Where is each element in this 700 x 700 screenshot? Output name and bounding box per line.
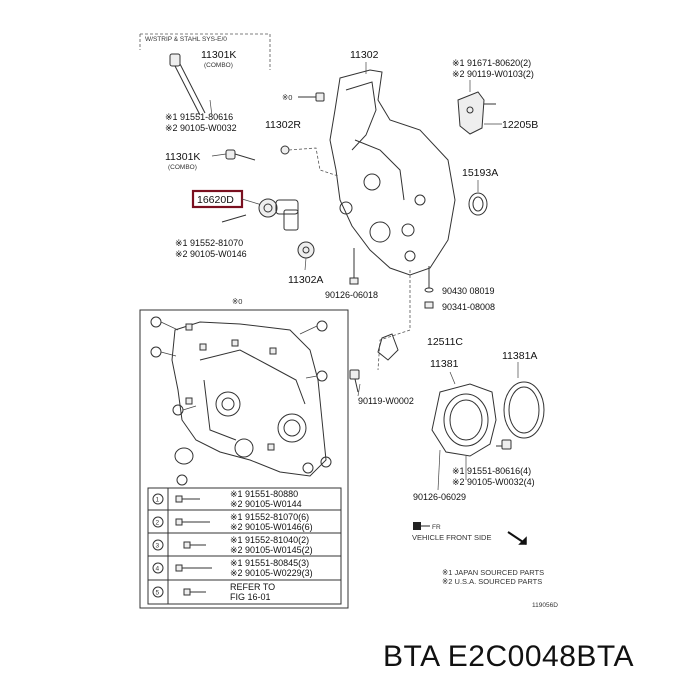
ref3-line1: ※1 91552-81070 [175,238,243,248]
svg-text:2: 2 [156,520,160,527]
svg-text:※1 91552-81040(2): ※1 91552-81040(2) [230,535,309,545]
oil-seal-retainer-11381 [431,383,497,457]
label-90126-06029: 90126-06029 [413,492,466,502]
table-row: 2 ※1 91552-81070(6) ※2 90105-W0146(6) [152,512,313,532]
label-90119-w0002: 90119-W0002 [358,396,414,406]
bolt-near-retainer [496,439,512,450]
stud-bolt-11301k-lower [225,149,256,161]
svg-text:※1 91551-80845(3): ※1 91551-80845(3) [230,558,309,568]
ref3-line2: ※2 90105-W0146 [175,249,247,259]
label-12205b: 12205B [502,119,538,131]
svg-text:REFER TO: REFER TO [230,582,275,592]
ventilation-case-12205b [457,91,496,135]
label-12511c: 12511C [427,336,463,348]
gasket-90430 [424,266,434,293]
figure-code: 119056D [532,602,558,609]
front-side-label: VEHICLE FRONT SIDE [412,533,491,542]
label-11381a: 11381A [502,350,537,362]
ref4-line2: ※2 90105-W0032(4) [452,477,535,487]
plug-90341 [424,301,434,309]
svg-text:4: 4 [156,566,160,573]
inset-note: ※0 [232,297,242,306]
label-11381: 11381 [430,358,459,370]
direction-arrow-icon [507,531,527,545]
table-row: 1 ※1 91551-80880 ※2 90105-W0144 [152,489,302,509]
label-11302r: 11302R [265,119,301,131]
tensioner-pulley [258,198,299,231]
svg-text:※2 90105-W0229(3): ※2 90105-W0229(3) [230,568,313,578]
svg-text:※2 90105-W0146(6): ※2 90105-W0146(6) [230,522,313,532]
parts-table: 1 ※1 91551-80880 ※2 90105-W0144 2 ※1 915… [147,487,342,605]
svg-text:3: 3 [156,543,160,550]
part-number-caption: BTA E2C0048BTA [383,640,635,673]
top-note: W/STRIP & STAHL SYS-E/0 [145,36,227,43]
label-11301k-lower: 11301K [165,151,200,163]
inset-panel: ※0 [139,297,349,609]
ref4-line1: ※1 91551-80616(4) [452,466,531,476]
svg-text:※1 91551-80880: ※1 91551-80880 [230,489,298,499]
table-row: 3 ※1 91552-81040(2) ※2 90105-W0145(2) [152,535,313,555]
ref1-line2: ※2 90119-W0103(2) [452,69,534,79]
label-90341: 90341-08008 [442,302,495,312]
star-note: ※0 [282,93,292,102]
legend-japan: ※1 JAPAN SOURCED PARTS [442,568,544,577]
label-90126-06018: 90126-06018 [325,290,378,300]
label-16620d: 16620D [197,194,234,206]
oil-seal-15193a [468,192,488,216]
ref2-line1: ※1 91551-80616 [165,112,233,122]
label-15193a: 15193A [462,167,498,179]
stud-90126-06018 [349,248,359,285]
stud-bolt-11301k-upper [169,53,206,116]
bracket-small [377,333,399,361]
svg-text:5: 5 [156,590,160,597]
svg-text:FIG 16-01: FIG 16-01 [230,592,271,602]
small-bolt-top [298,92,325,102]
bolt-90119-w0002 [349,369,360,393]
oil-seal-11381a [503,381,545,439]
timing-cover-11302 [329,69,456,276]
front-arrow-icon [413,522,430,530]
label-11302a: 11302A [288,274,323,286]
ref1-line1: ※1 91671-80620(2) [452,58,531,68]
top-left-bracket [140,33,271,70]
svg-text:1: 1 [156,497,160,504]
svg-text:※2 90105-W0144: ※2 90105-W0144 [230,499,302,509]
label-11301k-upper-sub: (COMBO) [204,62,233,69]
table-row: 4 ※1 91551-80845(3) ※2 90105-W0229(3) [152,558,313,578]
svg-text:※2 90105-W0145(2): ※2 90105-W0145(2) [230,545,313,555]
label-11301k-upper: 11301K [201,49,236,61]
front-arrow-text: FR [432,524,441,531]
label-11302: 11302 [350,49,379,61]
label-90430: 90430 08019 [442,286,495,296]
cover-plate-11302r [280,145,339,177]
svg-text:※1 91552-81070(6): ※1 91552-81070(6) [230,512,309,522]
table-row: 5 REFER TO FIG 16-01 [152,582,275,602]
legend-usa: ※2 U.S.A. SOURCED PARTS [442,577,542,586]
ref2-line2: ※2 90105-W0032 [165,123,237,133]
idler-11302a [297,241,315,259]
label-11301k-lower-sub: (COMBO) [168,164,197,171]
